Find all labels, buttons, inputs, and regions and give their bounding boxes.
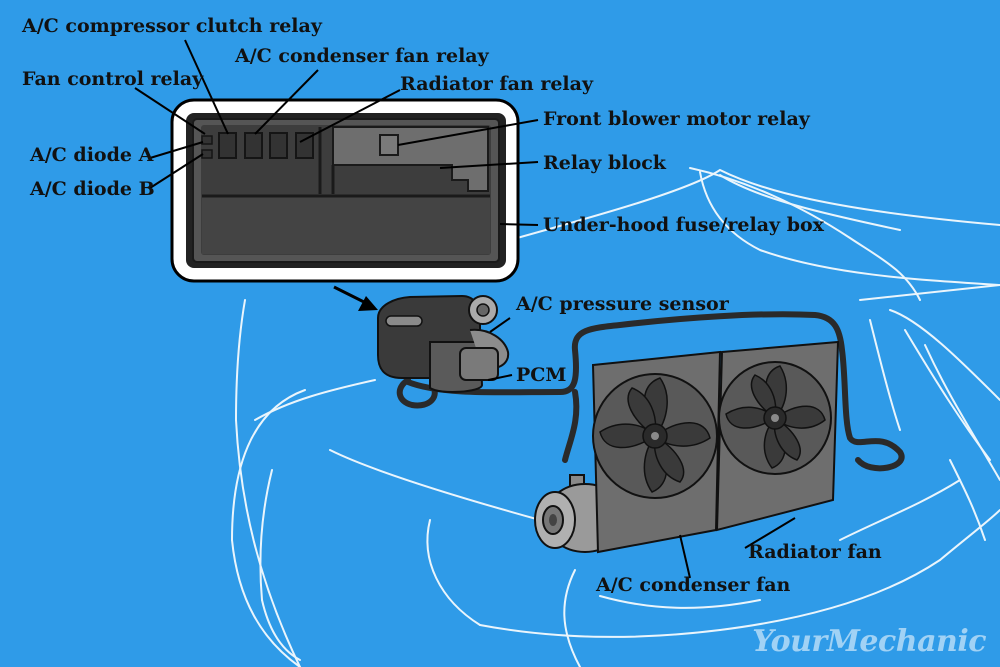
front-blower-motor-relay: [379, 134, 399, 156]
callout-arrow: [333, 285, 378, 311]
label-compressor-clutch-relay: A/C compressor clutch relay: [22, 15, 322, 37]
label-radiator-fan-relay: Radiator fan relay: [400, 73, 594, 95]
compressor-clutch-relay: [218, 132, 237, 159]
car-outline: [231, 167, 1000, 667]
radiator-fan: [715, 340, 840, 532]
radiator-fan-relay: [295, 132, 314, 159]
watermark-logo: YourMechanic: [752, 624, 986, 659]
leader-lines: [134, 39, 796, 579]
fuse-relay-box: [170, 98, 520, 283]
relay-block: [318, 126, 489, 194]
label-condenser-fan: A/C condenser fan: [596, 574, 791, 596]
fan-control-relay: [269, 132, 288, 159]
condenser-fan-blades: [599, 377, 711, 493]
pcm-module: [377, 294, 510, 393]
label-pressure-sensor: A/C pressure sensor: [516, 293, 729, 315]
radiator-fan-blades: [725, 365, 826, 469]
diode-b: [201, 149, 213, 159]
label-diode-a: A/C diode A: [30, 144, 154, 166]
wiring-harness: [396, 311, 905, 472]
diode-a: [201, 135, 213, 145]
label-pcm: PCM: [516, 364, 567, 386]
label-diode-b: A/C diode B: [30, 178, 155, 200]
label-relay-block: Relay block: [543, 152, 666, 174]
condenser-fan-relay: [244, 132, 263, 159]
label-condenser-fan-relay: A/C condenser fan relay: [235, 45, 489, 67]
label-fan-control-relay: Fan control relay: [22, 68, 204, 90]
label-radiator-fan: Radiator fan: [748, 541, 882, 563]
label-fuse-relay-box: Under-hood fuse/relay box: [543, 214, 824, 236]
condenser-fan: [591, 350, 722, 554]
label-front-blower-motor-relay: Front blower motor relay: [543, 108, 810, 130]
